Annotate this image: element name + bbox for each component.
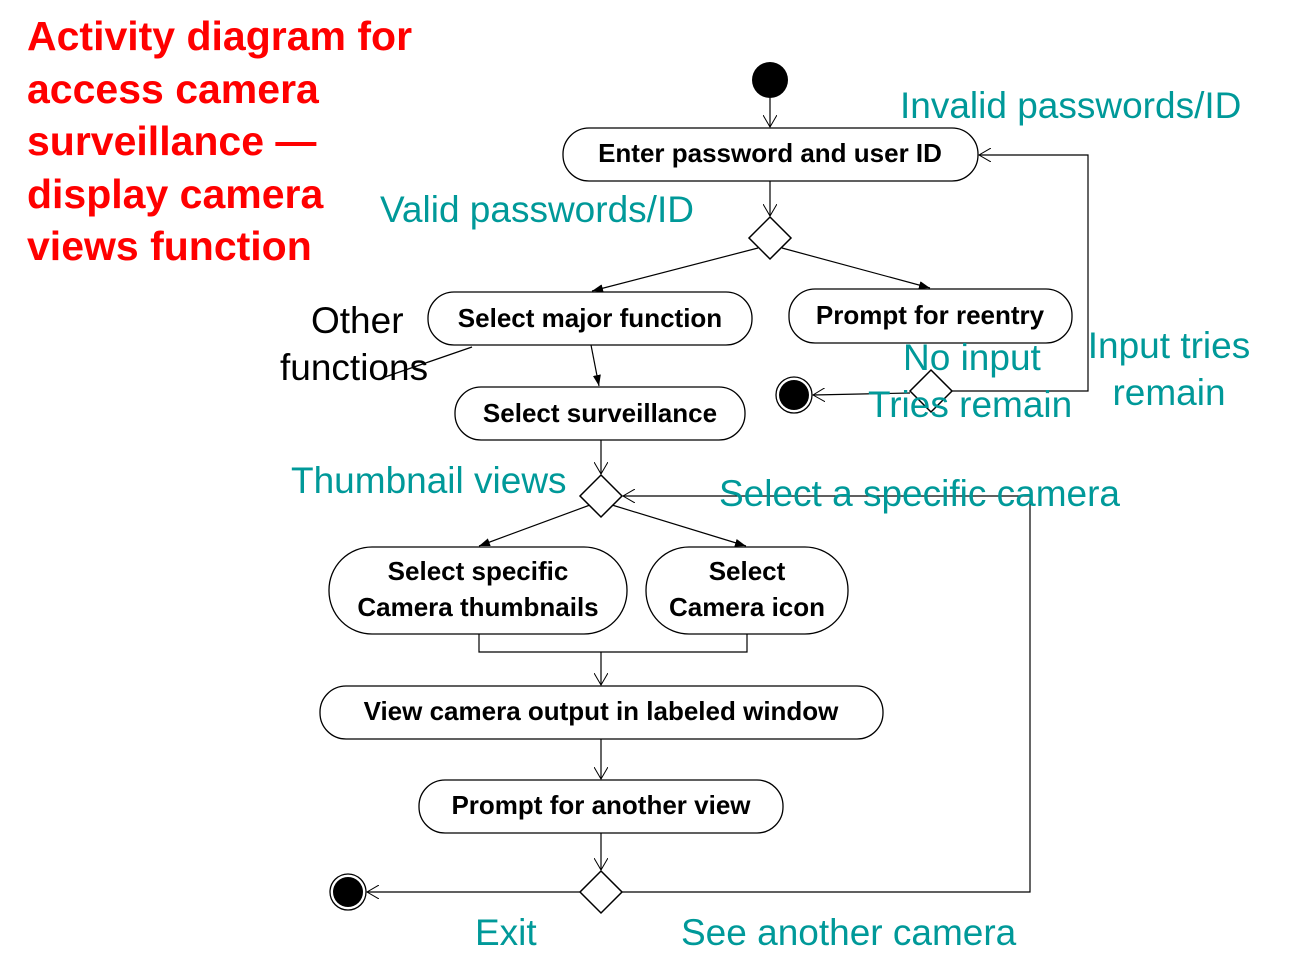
action-select-thumbnails: Select specific Camera thumbnails bbox=[328, 546, 628, 635]
initial-node bbox=[752, 62, 788, 98]
decision-login bbox=[747, 215, 793, 261]
svg-text:Camera icon: Camera icon bbox=[669, 592, 825, 622]
label-other-functions-2: functions bbox=[280, 347, 428, 388]
final-node-login bbox=[775, 376, 813, 414]
label-other-functions-1: Other bbox=[311, 300, 404, 341]
action-select-icon: Select Camera icon bbox=[645, 546, 849, 635]
label-exit: Exit bbox=[475, 912, 537, 953]
decision-view-type bbox=[578, 473, 624, 519]
svg-text:View camera output in labeled: View camera output in labeled window bbox=[364, 696, 840, 726]
svg-text:Enter password and user ID: Enter password and user ID bbox=[598, 138, 942, 168]
label-input-tries-1: Input tries bbox=[1088, 325, 1250, 366]
label-thumbnail-views: Thumbnail views bbox=[291, 460, 567, 501]
decision-reentry bbox=[908, 368, 954, 414]
final-node-exit bbox=[329, 873, 367, 911]
action-view-output: View camera output in labeled window bbox=[319, 685, 884, 740]
svg-text:Select: Select bbox=[709, 556, 786, 586]
svg-text:Select major function: Select major function bbox=[458, 303, 722, 333]
svg-text:Prompt for reentry: Prompt for reentry bbox=[816, 300, 1045, 330]
label-select-specific-camera: Select a specific camera bbox=[719, 473, 1120, 514]
edges bbox=[367, 98, 1089, 892]
action-prompt-another: Prompt for another view bbox=[418, 779, 784, 834]
svg-text:Select specific: Select specific bbox=[388, 556, 569, 586]
label-tries-remain: Tries remain bbox=[868, 384, 1072, 425]
label-valid: Valid passwords/ID bbox=[380, 189, 694, 230]
decision-another bbox=[578, 869, 624, 915]
label-see-another: See another camera bbox=[681, 912, 1017, 953]
action-enter-password: Enter password and user ID bbox=[562, 127, 979, 182]
label-invalid: Invalid passwords/ID bbox=[900, 85, 1241, 126]
label-input-tries-2: remain bbox=[1112, 372, 1225, 413]
label-no-input: No input bbox=[903, 337, 1042, 378]
svg-text:Select surveillance: Select surveillance bbox=[483, 398, 717, 428]
action-select-surveillance: Select surveillance bbox=[454, 386, 746, 441]
svg-text:Camera thumbnails: Camera thumbnails bbox=[357, 592, 598, 622]
svg-text:Prompt for another view: Prompt for another view bbox=[451, 790, 751, 820]
action-select-major-function: Select major function bbox=[427, 291, 753, 346]
action-prompt-reentry: Prompt for reentry bbox=[788, 288, 1073, 344]
